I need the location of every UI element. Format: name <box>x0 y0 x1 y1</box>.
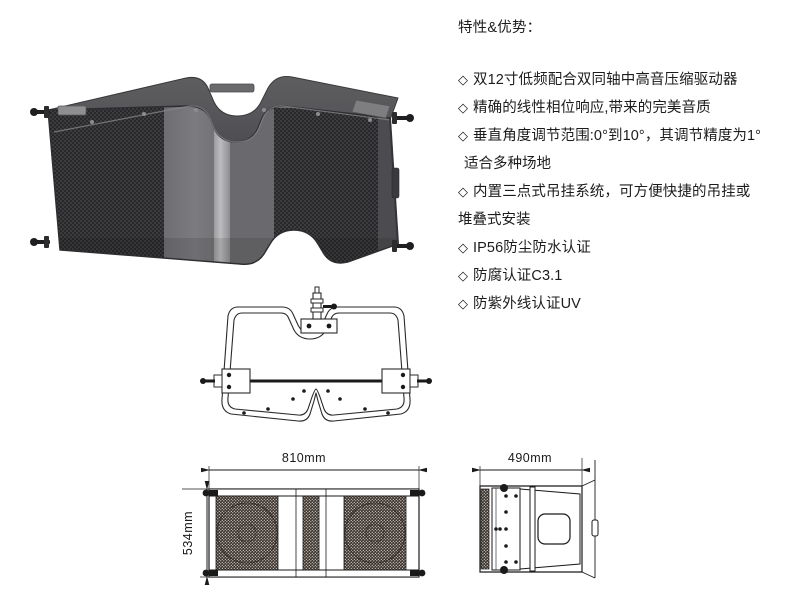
right-mounting-plate <box>381 368 432 394</box>
feature-item-1-label: 双12寸低频配合双同轴中高音压缩驱动器 <box>473 71 738 88</box>
side-rear-taper-lines <box>581 479 596 579</box>
side-handle-cutout <box>537 513 571 545</box>
shackle-pin-right <box>323 303 337 310</box>
side-handle-recess <box>391 167 400 199</box>
front-right-woofer-grille <box>343 495 407 571</box>
side-plate-bolt-holes <box>494 494 518 564</box>
rigging-pin-top-left <box>30 106 50 118</box>
feature-item-4: ◇内置三点式吊挂系统，可方便快捷的吊挂或 <box>458 178 798 206</box>
side-view-drawing: 490mm <box>452 446 632 598</box>
diamond-bullet-icon: ◇ <box>458 239 469 255</box>
features-panel: 特性&优势： ◇双12寸低频配合双同轴中高音压缩驱动器 ◇精确的线性相位响应,带… <box>458 18 798 318</box>
front-elevation-body <box>208 488 420 578</box>
feature-item-2: ◇精确的线性相位响应,带来的完美音质 <box>458 94 798 122</box>
left-woofer-grille <box>48 106 164 265</box>
fly-frame-drawing <box>200 283 432 431</box>
center-highlight-strip <box>214 106 230 265</box>
top-left-badge-plate <box>57 105 87 116</box>
diamond-bullet-icon: ◇ <box>458 267 469 283</box>
front-top-rail <box>208 488 420 497</box>
feature-item-7: ◇防紫外线认证UV <box>458 290 798 318</box>
speaker-cabinet-body <box>30 76 414 265</box>
feature-item-2-label: 精确的线性相位响应,带来的完美音质 <box>473 99 711 116</box>
feature-item-1: ◇双12寸低频配合双同轴中高音压缩驱动器 <box>458 66 798 94</box>
feature-item-3-label: 垂直角度调节范围:0°到10°，其调节精度为1° <box>473 127 762 144</box>
feature-item-3: ◇垂直角度调节范围:0°到10°，其调节精度为1° <box>458 122 798 150</box>
diamond-bullet-icon: ◇ <box>458 295 469 311</box>
side-profile-body <box>479 460 599 579</box>
product-photo-line-array-speaker <box>18 48 428 298</box>
side-depth-dimension-label: 490mm <box>508 451 552 465</box>
front-height-dimension-label: 534mm <box>181 511 195 555</box>
diamond-bullet-icon: ◇ <box>458 183 469 199</box>
side-rigging-knob-top <box>500 484 508 492</box>
cabinet-top-screws <box>90 108 372 124</box>
front-bottom-rail <box>208 569 420 578</box>
front-right-woofer-circle <box>344 502 406 564</box>
center-shackle-assembly <box>300 286 338 334</box>
left-mounting-plate <box>200 368 251 394</box>
feature-item-6-label: 防腐认证C3.1 <box>473 267 563 284</box>
rigging-pin-top-right <box>392 112 414 124</box>
front-center-horn-grille <box>302 495 320 571</box>
side-rigging-knob-bottom <box>500 566 508 574</box>
side-rear-connector-lug <box>591 519 599 537</box>
front-corner-fittings <box>202 489 426 577</box>
top-connector-plate <box>209 83 255 93</box>
front-width-dimension-label: 810mm <box>282 451 326 465</box>
frame-bolt-dots <box>242 389 390 415</box>
diamond-bullet-icon: ◇ <box>458 127 469 143</box>
front-left-woofer-grille <box>215 495 279 571</box>
feature-item-4-label: 内置三点式吊挂系统，可方便快捷的吊挂或 <box>473 183 751 200</box>
front-left-woofer-circle <box>216 502 278 564</box>
feature-item-6: ◇防腐认证C3.1 <box>458 262 798 290</box>
rigging-pin-bottom-right <box>392 240 414 252</box>
feature-item-4-continuation: 堆叠式安装 <box>458 211 531 228</box>
rigging-pin-bottom-left <box>30 236 50 248</box>
side-vertical-brace <box>529 486 536 572</box>
feature-item-7-label: 防紫外线认证UV <box>473 295 581 312</box>
feature-item-3-continuation: 适合多种场地 <box>464 155 551 172</box>
front-view-drawing: 810mm 534mm <box>178 446 430 598</box>
features-title: 特性&优势： <box>458 20 542 36</box>
diamond-bullet-icon: ◇ <box>458 99 469 115</box>
top-right-rigging-plate <box>351 99 391 119</box>
side-front-grille-strip <box>480 488 490 570</box>
feature-item-5: ◇IP56防尘防水认证 <box>458 234 798 262</box>
diamond-bullet-icon: ◇ <box>458 71 469 87</box>
cabinet-top-edge-highlight <box>53 105 391 143</box>
feature-item-5-label: IP56防尘防水认证 <box>473 239 591 256</box>
